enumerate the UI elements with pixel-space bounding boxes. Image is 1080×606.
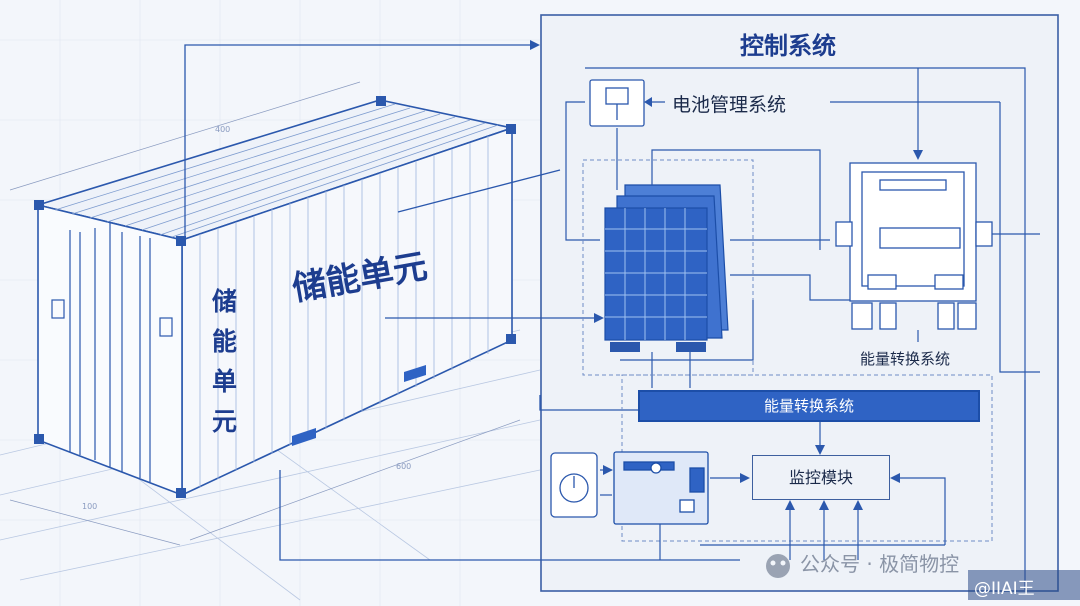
- battery-rack: [604, 184, 729, 341]
- corner-badge: [968, 570, 1080, 600]
- battery-feet: [610, 342, 706, 352]
- bms-label: 电池管理系统: [672, 94, 787, 116]
- battery-cells: [605, 208, 707, 340]
- container-door-label: 储能单元: [212, 287, 238, 436]
- watermark-logo: [766, 554, 790, 578]
- watermark-text: 公众号 · 极简物控: [800, 552, 960, 576]
- door-details: [51, 222, 173, 482]
- roof-ribs: [54, 103, 499, 238]
- corner-mark: @IIAI王: [974, 579, 1035, 599]
- pcs-bar: [638, 390, 980, 422]
- battery-wires: [620, 149, 850, 388]
- links-container-panel: [184, 44, 740, 561]
- dimension-label-side: 600: [396, 462, 412, 471]
- monitor-module-label: 监控模块: [788, 468, 853, 487]
- pcs-arrow: [913, 150, 923, 160]
- monitor-module-box: [752, 455, 890, 500]
- corner-castings: [34, 96, 516, 498]
- bms-device: [589, 79, 645, 127]
- bms-arrow: [644, 97, 652, 107]
- control-system-title: 控制系统: [740, 32, 836, 60]
- pcs-wires: [917, 68, 1040, 373]
- pcs-cabinet: [835, 162, 993, 330]
- dimension-label-top: 400: [215, 125, 231, 134]
- pcs-label: 能量转换系统: [860, 350, 951, 368]
- pcs-bar-label: 能量转换系统: [763, 397, 854, 415]
- forklift-pockets: [292, 365, 426, 446]
- sensor-device: [550, 452, 598, 518]
- link-arrowheads: [530, 40, 604, 323]
- controller-board: [613, 451, 709, 525]
- side-ribs: [199, 136, 489, 487]
- bottom-arrowheads: [603, 445, 900, 510]
- dimension-label-front: 100: [82, 502, 98, 511]
